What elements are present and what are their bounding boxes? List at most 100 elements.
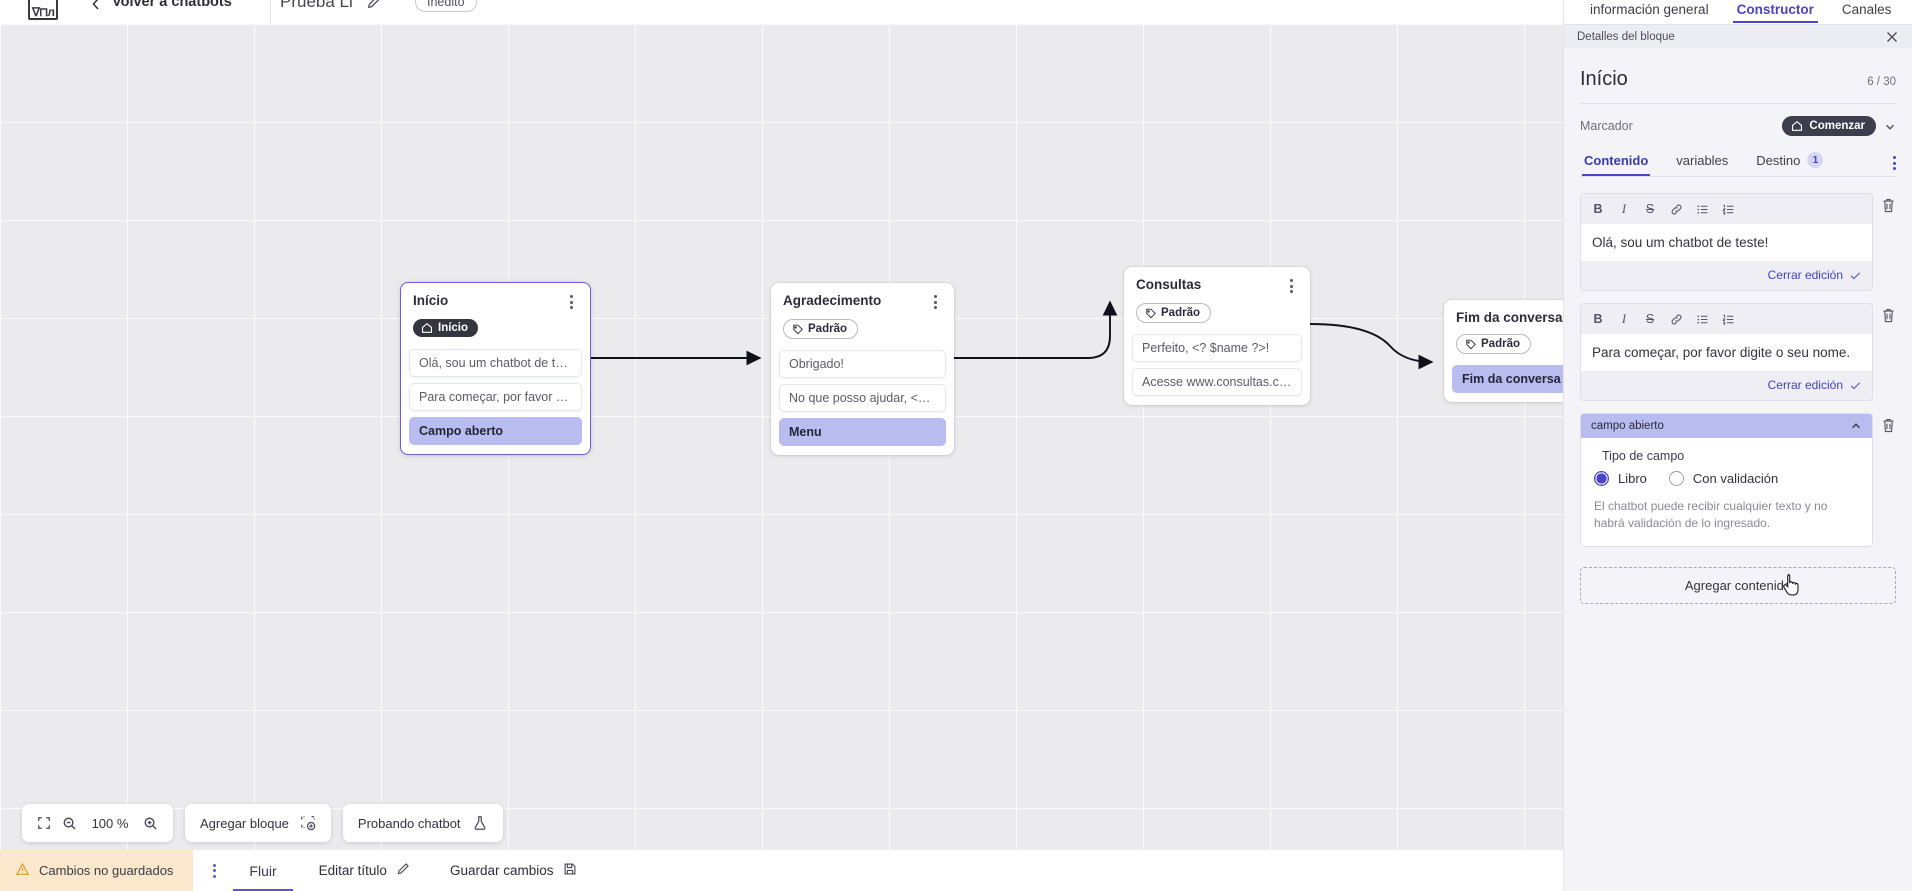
node-row[interactable]: No que posso ajudar, <? $name ... xyxy=(779,383,946,412)
marker-control[interactable]: Comenzar xyxy=(1782,116,1896,136)
strikethrough-icon[interactable]: S xyxy=(1645,202,1655,216)
node-row[interactable]: Campo aberto xyxy=(409,417,582,445)
node-row[interactable]: Fim da conversa xyxy=(1452,364,1563,393)
node-menu-icon[interactable] xyxy=(564,293,578,311)
node-rows: Perfeito, <? $name ?>! Acesse www.consul… xyxy=(1124,333,1310,396)
pencil-icon[interactable] xyxy=(366,0,382,10)
unsaved-changes-label: Cambios no guardados xyxy=(39,863,174,878)
trash-icon[interactable] xyxy=(1881,307,1896,324)
bullet-list-icon[interactable] xyxy=(1691,309,1713,329)
node-row[interactable]: Para começar, por favor digite o ... xyxy=(409,383,582,411)
strikethrough-icon[interactable]: S xyxy=(1645,312,1655,326)
node-row[interactable]: Olá, sou um chatbot de teste! xyxy=(409,349,582,377)
divider xyxy=(1580,103,1896,104)
rich-text-editor[interactable]: B I S xyxy=(1580,303,1873,401)
back-to-chatbots-link[interactable]: Volver a chatbots xyxy=(112,0,232,10)
chevron-up-icon[interactable] xyxy=(1850,420,1862,432)
flow-node-consultas[interactable]: Consultas Padrão Perfeito, <? $name ?>! … xyxy=(1124,267,1310,405)
tab-constructor[interactable]: Constructor xyxy=(1723,0,1828,23)
radio-con-validacion-label: Con validación xyxy=(1692,471,1779,486)
italic-icon[interactable]: I xyxy=(1621,311,1627,326)
trash-icon[interactable] xyxy=(1881,417,1896,434)
node-row[interactable]: Obrigado! xyxy=(779,349,946,378)
editor-text[interactable]: Para começar, por favor digite o seu nom… xyxy=(1581,334,1872,371)
node-row[interactable]: Menu xyxy=(779,417,946,446)
rich-text-editor[interactable]: B I S xyxy=(1580,193,1873,291)
bullet-list-icon[interactable] xyxy=(1691,199,1713,219)
content-tabs: Contenido variables Destino 1 xyxy=(1580,152,1896,176)
zoom-in-icon[interactable] xyxy=(143,816,158,831)
flow-node-fim-da-conversa[interactable]: Fim da conversa Padrão Fim da conversa xyxy=(1444,300,1563,402)
logo-glyph: ∇⊓л xyxy=(31,5,55,19)
tab-canales[interactable]: Canales xyxy=(1841,2,1892,17)
italic-icon[interactable]: I xyxy=(1621,201,1627,216)
numbered-list-icon[interactable] xyxy=(1717,199,1739,219)
close-icon[interactable] xyxy=(1885,30,1899,44)
test-chatbot-button[interactable]: Probando chatbot xyxy=(342,804,503,842)
close-edit-button[interactable]: Cerrar edición xyxy=(1768,268,1862,282)
tab-variables[interactable]: variables xyxy=(1662,153,1742,176)
fit-screen-icon[interactable] xyxy=(37,816,51,830)
radio-libro-label: Libro xyxy=(1618,471,1647,486)
kebab-menu-icon[interactable] xyxy=(201,850,227,891)
node-rows: Fim da conversa xyxy=(1444,364,1563,393)
tab-fluir[interactable]: Fluir xyxy=(227,850,298,891)
node-tag-label: Padrão xyxy=(1481,338,1520,350)
editor-text[interactable]: Olá, sou um chatbot de teste! xyxy=(1581,224,1872,261)
link-icon[interactable] xyxy=(1665,309,1687,329)
marker-pill[interactable]: Comenzar xyxy=(1782,116,1876,136)
node-tag-label: Padrão xyxy=(808,323,847,335)
open-field-header[interactable]: campo abierto xyxy=(1581,414,1872,438)
zoom-out-icon[interactable] xyxy=(62,816,77,831)
close-edit-button[interactable]: Cerrar edición xyxy=(1768,378,1862,392)
node-menu-icon[interactable] xyxy=(928,293,942,311)
node-row[interactable]: Acesse www.consultas.com par... xyxy=(1132,367,1302,396)
chevron-down-icon[interactable] xyxy=(1884,120,1896,132)
flask-icon xyxy=(472,815,488,831)
canvas-toolbar: 100 % Agregar bloque Probando chatbot xyxy=(22,804,503,842)
save-changes-button[interactable]: Guardar cambios xyxy=(430,850,597,891)
open-field-block: campo abierto Tipo de campo Libro xyxy=(1580,413,1896,547)
node-tag-label: Padrão xyxy=(1161,307,1200,319)
kebab-menu-icon[interactable] xyxy=(1893,156,1896,176)
editor-footer: Cerrar edición xyxy=(1581,371,1872,400)
node-header: Início xyxy=(401,293,590,311)
chevron-left-icon[interactable] xyxy=(88,0,104,12)
trash-icon[interactable] xyxy=(1881,197,1896,214)
node-tag-row: Padrão xyxy=(771,311,954,340)
tab-contenido[interactable]: Contenido xyxy=(1580,153,1662,176)
flow-node-inicio[interactable]: Início Início Olá, sou um chatbot de tes… xyxy=(400,282,591,455)
radio-libro[interactable]: Libro xyxy=(1594,471,1647,486)
link-icon[interactable] xyxy=(1665,199,1687,219)
add-block-button[interactable]: Agregar bloque xyxy=(185,804,331,842)
panel-top-tabs: información general Constructor Canales xyxy=(1564,0,1912,25)
bold-icon[interactable]: B xyxy=(1593,312,1603,326)
node-tag-start: Início xyxy=(413,319,479,337)
bot-title: Prueba Li xyxy=(280,0,353,11)
bold-icon[interactable]: B xyxy=(1593,202,1603,216)
node-tag-row: Padrão xyxy=(1124,295,1310,324)
tab-destino[interactable]: Destino 1 xyxy=(1742,152,1837,176)
flow-connectors xyxy=(591,300,1434,370)
edit-title-button[interactable]: Editar título xyxy=(299,850,430,891)
add-block-icon xyxy=(300,815,316,831)
flow-node-agradecimento[interactable]: Agradecimento Padrão Obrigado! No que po… xyxy=(771,283,954,455)
warning-triangle-icon xyxy=(15,862,30,880)
open-field-card: campo abierto Tipo de campo Libro xyxy=(1580,413,1873,547)
numbered-list-icon[interactable] xyxy=(1717,309,1739,329)
tab-informacion-general[interactable]: información general xyxy=(1590,2,1709,17)
add-content-button[interactable]: Agregar contenido xyxy=(1580,567,1896,604)
node-menu-icon[interactable] xyxy=(1284,277,1298,295)
node-row[interactable]: Perfeito, <? $name ?>! xyxy=(1132,333,1302,362)
node-title: Fim da conversa xyxy=(1456,310,1563,325)
node-title: Agradecimento xyxy=(783,293,882,308)
app-logo-icon[interactable]: ∇⊓л xyxy=(28,0,58,20)
pencil-icon xyxy=(396,862,410,879)
close-edit-label: Cerrar edición xyxy=(1767,268,1843,282)
panel-title-row: Início 6 / 30 xyxy=(1580,48,1896,91)
radio-con-validacion[interactable]: Con validación xyxy=(1668,471,1779,486)
panel-body: Início 6 / 30 Marcador Comenzar xyxy=(1564,48,1912,604)
node-tag-label: Início xyxy=(438,322,469,334)
flow-canvas[interactable]: Início Início Olá, sou um chatbot de tes… xyxy=(0,24,1563,866)
